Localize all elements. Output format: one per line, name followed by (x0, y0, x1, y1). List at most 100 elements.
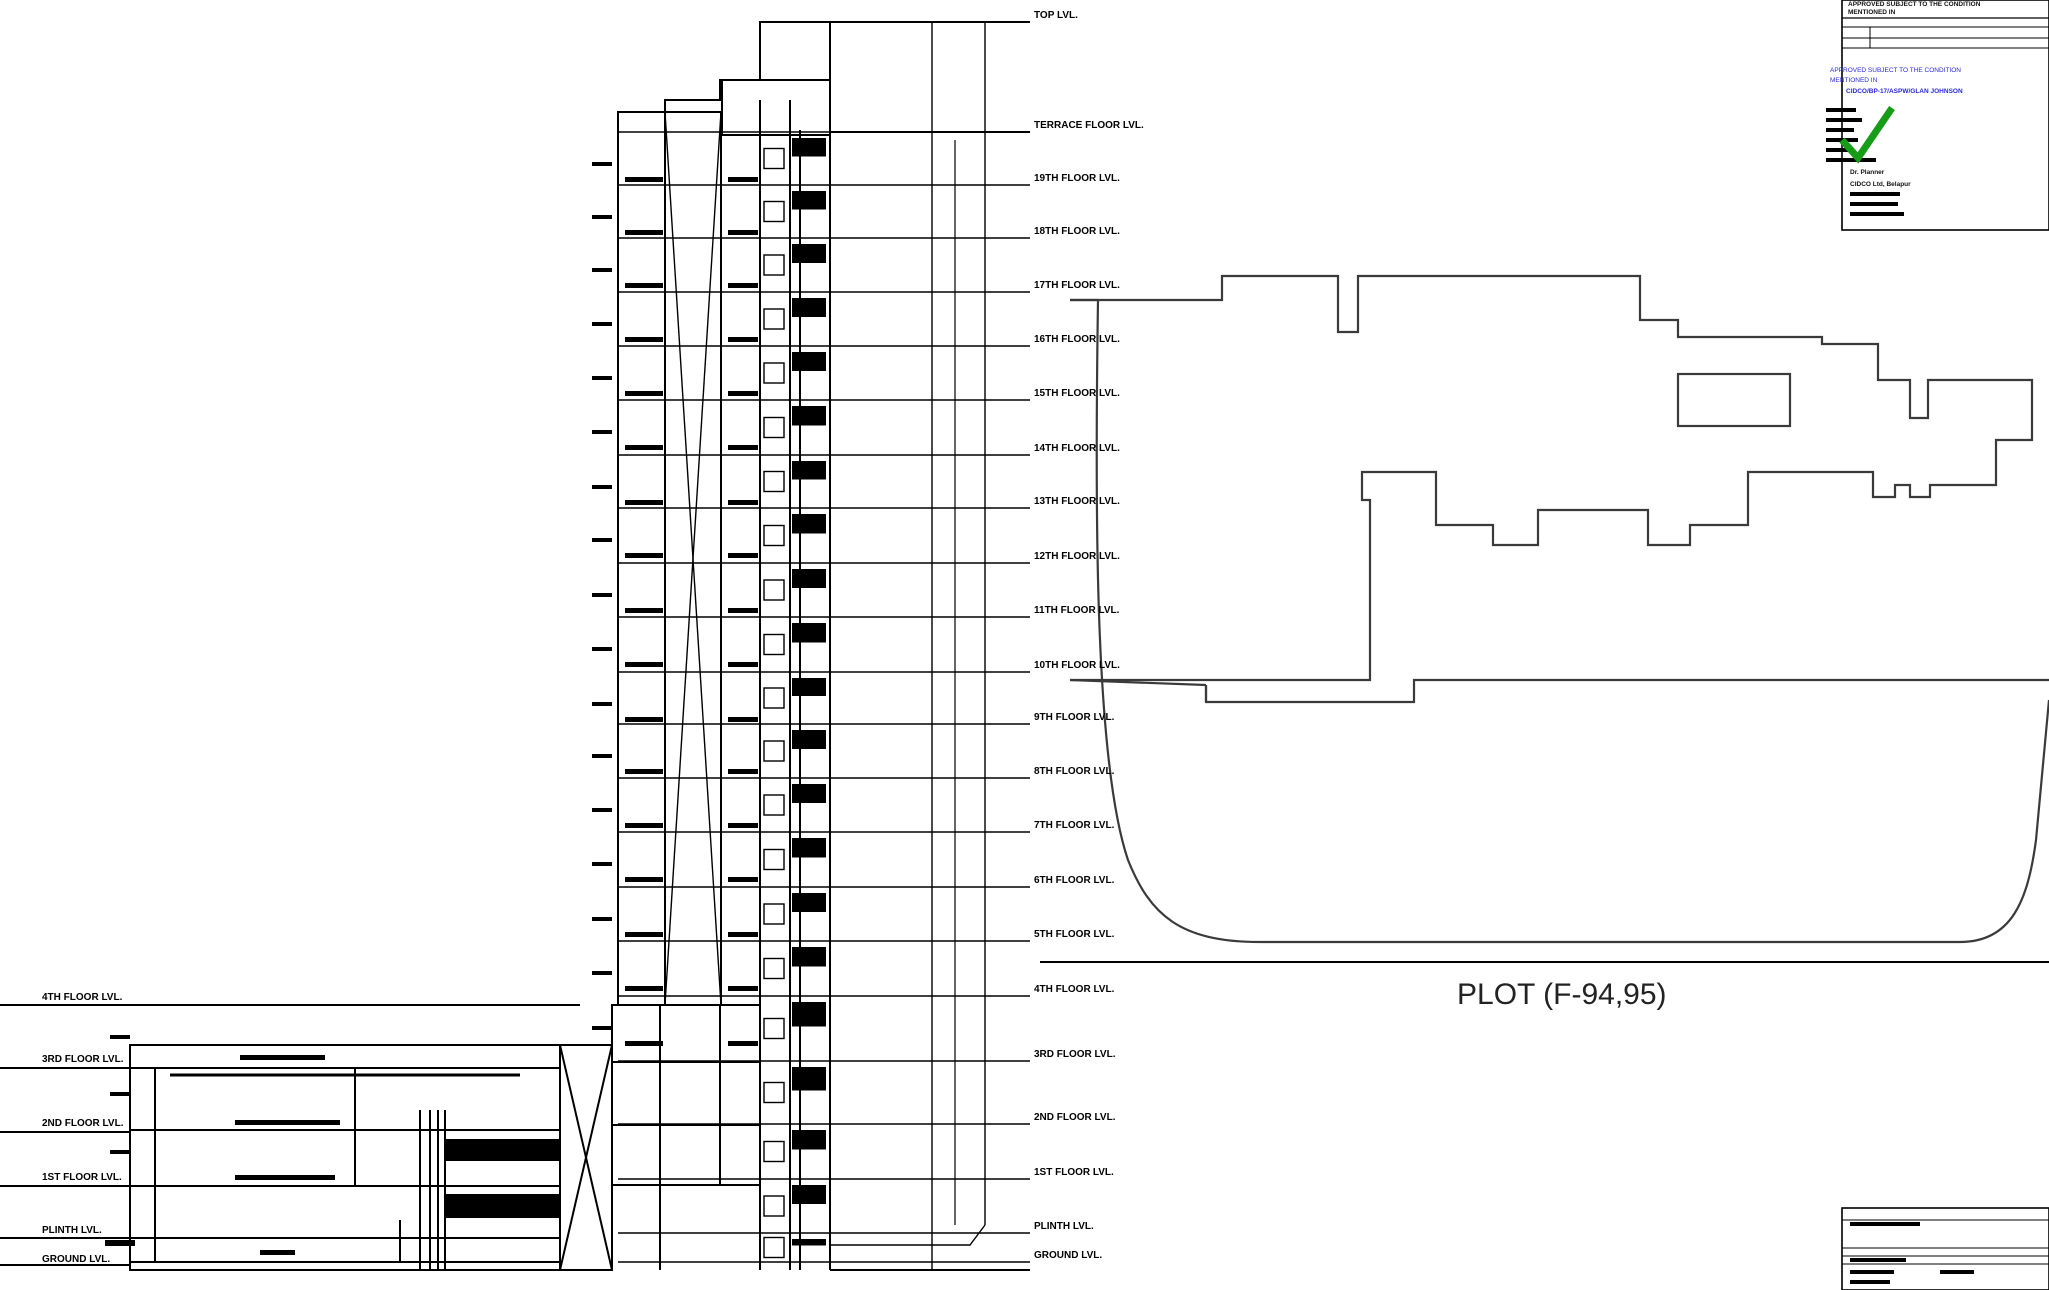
stair-landing (763, 1140, 785, 1163)
balcony-label (625, 877, 663, 882)
svg-text:3RD FLOOR LVL.: 3RD FLOOR LVL. (42, 1054, 124, 1065)
svg-text:1ST FLOOR LVL.: 1ST FLOOR LVL. (42, 1172, 122, 1183)
level-tag (592, 268, 612, 272)
stair-landing (763, 308, 785, 330)
podium-level-labels: 4TH FLOOR LVL. 3RD FLOOR LVL. 2ND FLOOR … (42, 992, 124, 1265)
stair-landing (763, 903, 785, 925)
stair-landing (763, 470, 785, 493)
balcony-label (625, 230, 663, 235)
level-label: 17TH FLOOR LVL. (1034, 280, 1120, 291)
level-tag (592, 862, 612, 866)
level-tag (592, 322, 612, 326)
level-tag (592, 1026, 612, 1030)
stair-flight (792, 838, 826, 858)
balcony-label (728, 337, 758, 342)
balcony-label (728, 877, 758, 882)
stair-flight (792, 893, 826, 912)
level-label: 6TH FLOOR LVL. (1034, 875, 1115, 886)
stair-flight (792, 352, 826, 371)
stair-flight (792, 461, 826, 480)
svg-text:CIDCO/BP-17/ASPW/GLAN JOHNSON: CIDCO/BP-17/ASPW/GLAN JOHNSON (1846, 88, 1963, 95)
level-label: 12TH FLOOR LVL. (1034, 551, 1120, 562)
level-label: 1ST FLOOR LVL. (1034, 1167, 1114, 1178)
tower-section (611, 21, 1030, 1271)
balcony-label (728, 283, 758, 288)
balcony-label (625, 769, 663, 774)
stair-flight (792, 1130, 826, 1150)
svg-text:APPROVED SUBJECT TO THE CONDIT: APPROVED SUBJECT TO THE CONDITION (1830, 67, 1961, 74)
balcony-label (625, 177, 663, 182)
level-tag (592, 647, 612, 651)
approval-check-icon (1839, 106, 1895, 164)
stair-flight (792, 623, 826, 643)
tower-level-labels: TOP LVL.TERRACE FLOOR LVL.19TH FLOOR LVL… (1034, 10, 1144, 1261)
stair-landing (763, 579, 785, 601)
svg-text:2ND FLOOR LVL.: 2ND FLOOR LVL. (42, 1118, 124, 1129)
stair-landing (763, 848, 785, 871)
level-label: 15TH FLOOR LVL. (1034, 388, 1120, 399)
stair-landing (763, 200, 785, 223)
stair-flight (792, 244, 826, 263)
balcony-label (625, 283, 663, 288)
level-tag (592, 538, 612, 542)
stair-landing (763, 1236, 785, 1259)
level-tag (592, 808, 612, 812)
balcony-label (625, 823, 663, 828)
level-label: 3RD FLOOR LVL. (1034, 1049, 1116, 1060)
balcony-label (625, 337, 663, 342)
level-tag (592, 702, 612, 706)
svg-text:Dr. Planner: Dr. Planner (1850, 169, 1885, 176)
svg-text:PLINTH LVL.: PLINTH LVL. (42, 1225, 102, 1236)
plot-outline (1069, 274, 2049, 944)
level-label: TOP LVL. (1034, 10, 1078, 21)
svg-text:APPROVED SUBJECT TO THE CONDIT: APPROVED SUBJECT TO THE CONDITION (1848, 1, 1981, 8)
svg-text:MENTIONED IN: MENTIONED IN (1848, 9, 1896, 16)
balcony-label (728, 1041, 758, 1046)
balcony-label (625, 662, 663, 667)
level-label: 14TH FLOOR LVL. (1034, 443, 1120, 454)
stair-flight (792, 678, 826, 696)
level-label: 9TH FLOOR LVL. (1034, 712, 1115, 723)
stair-flight (792, 1067, 826, 1091)
balcony-label (728, 769, 758, 774)
level-tag (592, 215, 612, 219)
balcony-label (625, 445, 663, 450)
balcony-label (625, 1041, 663, 1046)
balcony-label (625, 932, 663, 937)
stair-flight (792, 1239, 826, 1246)
balcony-label (728, 717, 758, 722)
level-label: 16TH FLOOR LVL. (1034, 334, 1120, 345)
level-tag (592, 754, 612, 758)
stair-flight (792, 730, 826, 749)
balcony-label (625, 553, 663, 558)
stair-landing (763, 740, 785, 762)
stair-flight (792, 191, 826, 210)
title-block-bottom (1841, 1207, 2049, 1290)
balcony-label (728, 177, 758, 182)
balcony-label (728, 608, 758, 613)
stair-landing (763, 1081, 785, 1104)
balcony-label (728, 823, 758, 828)
stair-flight (792, 947, 826, 967)
stair-flight (792, 406, 826, 426)
stair-landing (763, 633, 785, 656)
balcony-label (728, 932, 758, 937)
balcony-label (728, 445, 758, 450)
svg-text:GROUND LVL.: GROUND LVL. (42, 1254, 110, 1265)
podium-room-labels (235, 1055, 340, 1255)
stair-landing (763, 362, 785, 384)
balcony-label (625, 717, 663, 722)
balcony-label (625, 608, 663, 613)
balcony-label (728, 500, 758, 505)
stair-landing (763, 254, 785, 276)
level-tag (592, 971, 612, 975)
stair-landing (763, 524, 785, 547)
svg-text:MENTIONED IN: MENTIONED IN (1830, 77, 1878, 84)
level-label: 18TH FLOOR LVL. (1034, 226, 1120, 237)
stair-landing (763, 1195, 785, 1217)
balcony-label (625, 391, 663, 396)
balcony-label (728, 986, 758, 991)
svg-text:CIDCO Ltd, Belapur: CIDCO Ltd, Belapur (1850, 181, 1911, 188)
stair-landing (763, 416, 785, 439)
